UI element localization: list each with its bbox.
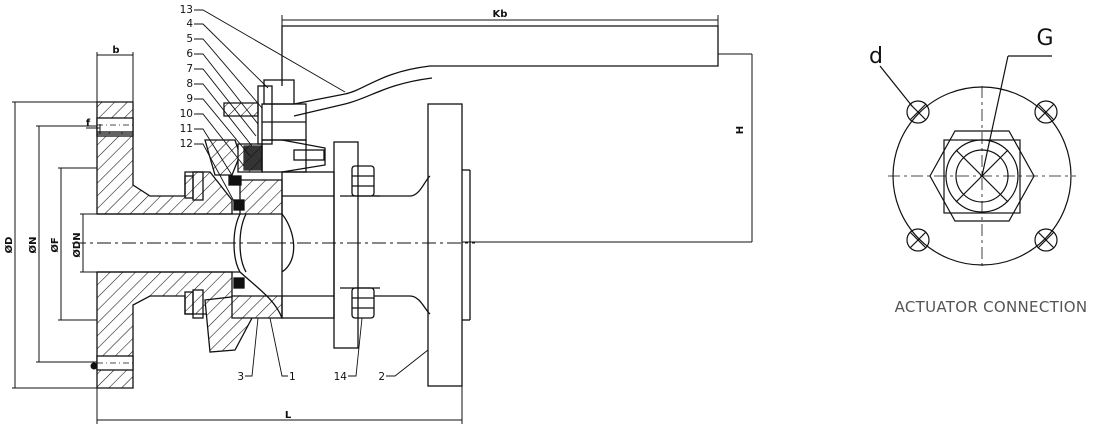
dim-l: L — [285, 410, 292, 421]
callout-8: 8 — [186, 78, 193, 90]
callout-4: 4 — [186, 18, 193, 30]
callout-11: 11 — [180, 123, 193, 135]
callout-5: 5 — [186, 33, 193, 45]
dim-h: H — [735, 126, 746, 134]
actuator-caption: ACTUATOR CONNECTION — [895, 298, 1088, 316]
dim-n: ØN — [27, 237, 39, 254]
actuator-label-g: G — [1036, 26, 1053, 51]
dim-b: b — [112, 45, 119, 56]
callout-1: 1 — [289, 371, 296, 383]
callout-labels: 13 4 5 6 7 8 9 10 11 12 3 1 14 2 — [180, 4, 385, 383]
callout-12: 12 — [180, 138, 193, 150]
callout-14: 14 — [334, 371, 348, 383]
actuator-view — [879, 55, 1076, 266]
lever-handle — [281, 25, 719, 105]
callout-2: 2 — [378, 371, 385, 383]
bolt-hole — [1034, 100, 1058, 124]
callout-10: 10 — [180, 108, 193, 120]
callout-3: 3 — [237, 371, 244, 383]
dim-f-dia: ØF — [49, 237, 61, 252]
callout-9: 9 — [186, 93, 193, 105]
dimension-lines — [12, 15, 753, 424]
dim-dn: ØDN — [71, 232, 83, 257]
callout-leaders — [194, 9, 429, 377]
dim-f: f — [86, 118, 91, 129]
bolt-hole — [906, 100, 930, 124]
section-view — [72, 25, 719, 389]
callout-7: 7 — [186, 63, 193, 75]
dim-d-outer: ØD — [3, 237, 15, 254]
bolt-hole — [1034, 228, 1058, 252]
dim-kb: Kb — [493, 9, 508, 20]
actuator-label-d: d — [869, 44, 883, 69]
callout-6: 6 — [186, 48, 193, 60]
bolt-hole — [906, 228, 930, 252]
callout-13: 13 — [180, 4, 193, 16]
